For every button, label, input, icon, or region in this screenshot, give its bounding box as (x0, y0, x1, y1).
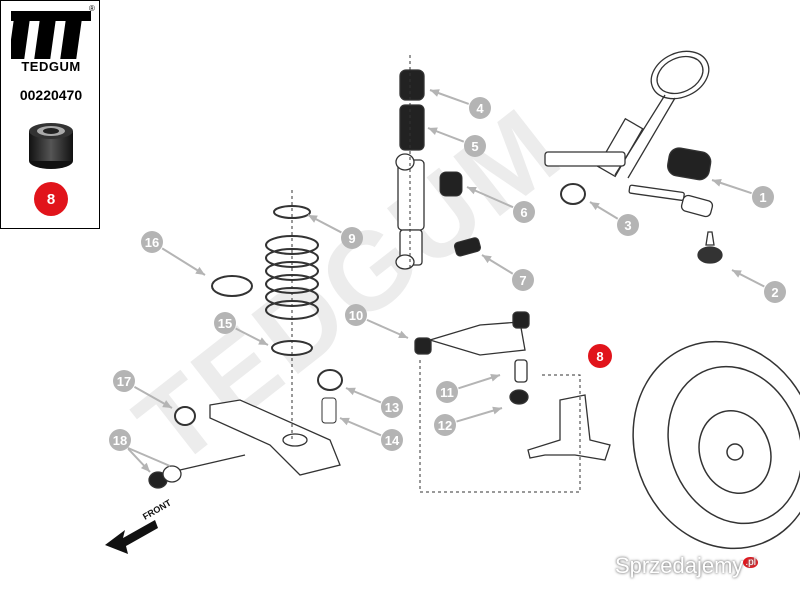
callout-10-label: 10 (349, 308, 363, 323)
bushing-product-image (29, 123, 73, 169)
callout-12-label: 12 (438, 418, 452, 433)
upper-control-arm (414, 311, 530, 405)
callout-14-label: 14 (385, 433, 400, 448)
callout-13-label: 13 (385, 400, 399, 415)
callout-7-label: 7 (519, 273, 526, 288)
bushing-7-part (453, 237, 481, 257)
callout-12-circle (434, 414, 456, 436)
callout-16-arrowhead (195, 266, 205, 275)
callout-15-arrowhead (258, 337, 268, 345)
wheel-tire (632, 340, 800, 550)
callout-11-circle (436, 381, 458, 403)
shock-absorber (395, 69, 425, 270)
callout-15-label: 15 (218, 316, 232, 331)
callout-7-circle (512, 269, 534, 291)
callout-17-arrowhead (162, 400, 172, 408)
bushing-6-part (439, 171, 463, 197)
site-watermark: Sprzedajemy.pl (615, 553, 758, 579)
selected-part-badge: 8 (34, 182, 68, 216)
callout-5-arrowhead (428, 127, 438, 135)
callout-4-circle (469, 97, 491, 119)
callout-4-arrowhead (430, 89, 440, 97)
callout-14-circle (381, 429, 403, 451)
product-sidebar: ® TEDGUM 00220470 8 (0, 0, 100, 229)
tedgum-logo (11, 11, 91, 59)
callout-16-circle (141, 231, 163, 253)
callout-18-arrowhead (140, 462, 150, 472)
callout-7-arrowhead (482, 255, 492, 264)
connector-lines (291, 55, 581, 493)
callout-2-circle (764, 281, 786, 303)
callout-10-circle (345, 304, 367, 326)
callout-14-arrowhead (340, 417, 350, 426)
callout-5-circle (464, 135, 486, 157)
callout-8-circle (588, 344, 612, 368)
callout-9-circle (341, 227, 363, 249)
steering-wheel (596, 50, 710, 179)
callout-4-label: 4 (476, 101, 484, 116)
callout-13-circle (381, 396, 403, 418)
callout-8-label: 8 (596, 349, 603, 364)
site-watermark-suffix: .pl (743, 556, 758, 568)
callout-11-arrowhead (490, 373, 500, 382)
joint-14-part (321, 397, 337, 424)
callout-18-label: 18 (113, 433, 127, 448)
steering-rack (544, 147, 723, 264)
callout-1-label: 1 (759, 190, 766, 205)
boot-13-part (317, 369, 343, 391)
front-arrow: FRONT (105, 497, 173, 554)
lower-control-arm (148, 399, 341, 489)
bearing-16-part (211, 275, 253, 297)
callout-18-arrow-2 (127, 447, 171, 467)
front-label: FRONT (141, 497, 173, 521)
callout-13-arrowhead (346, 387, 356, 396)
callout-15-circle (214, 312, 236, 334)
callout-1-arrowhead (712, 179, 722, 187)
steering-knuckle (527, 394, 611, 461)
callout-2-arrowhead (732, 270, 742, 278)
diagram-watermark: TEDGUM (114, 84, 584, 489)
callout-18-circle (109, 429, 131, 451)
callout-2-label: 2 (771, 285, 778, 300)
callout-1-circle (752, 186, 774, 208)
callout-3-arrowhead (590, 202, 600, 211)
callout-12-arrowhead (492, 406, 502, 415)
callout-6-label: 6 (520, 205, 527, 220)
callout-17-circle (113, 370, 135, 392)
registered-mark: ® (89, 4, 95, 13)
site-watermark-text: Sprzedajemy (615, 553, 744, 578)
callout-10-arrowhead (398, 330, 408, 339)
callout-3-label: 3 (624, 218, 631, 233)
callout-11-label: 11 (440, 385, 454, 400)
callout-16-label: 16 (145, 235, 159, 250)
callout-9-label: 9 (348, 231, 355, 246)
callout-17-label: 17 (117, 374, 131, 389)
callout-6-arrowhead (467, 186, 477, 195)
bushing-3-part (560, 183, 586, 205)
callout-6-circle (513, 201, 535, 223)
brand-name: TEDGUM (21, 59, 81, 74)
callout-3-circle (617, 214, 639, 236)
callout-5-label: 5 (471, 139, 478, 154)
callout-9-arrowhead (308, 215, 318, 223)
part-number: 00220470 (19, 87, 83, 103)
